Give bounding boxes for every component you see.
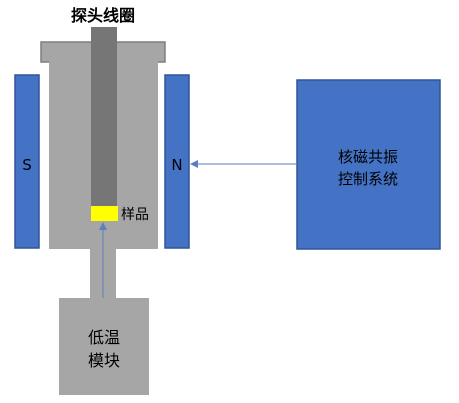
cryo-module-label-line1: 低温 (88, 328, 120, 347)
magnet-north (164, 74, 190, 249)
cryo-module-label-line2: 模块 (88, 351, 120, 370)
cryo-module (59, 298, 149, 395)
probe-coil-rod (91, 27, 117, 207)
nmr-control-system-box (296, 79, 441, 250)
nmr-control-label-line1: 核磁共振 (338, 148, 398, 166)
sample-label: 样品 (121, 207, 149, 223)
nmr-control-label-line2: 控制系统 (338, 170, 398, 188)
magnet-north-label: N (171, 156, 182, 174)
magnet-south-label: S (22, 156, 32, 174)
probe-coil-label: 探头线圈 (71, 6, 135, 25)
magnet-south (14, 74, 40, 249)
sample-block (91, 206, 118, 221)
